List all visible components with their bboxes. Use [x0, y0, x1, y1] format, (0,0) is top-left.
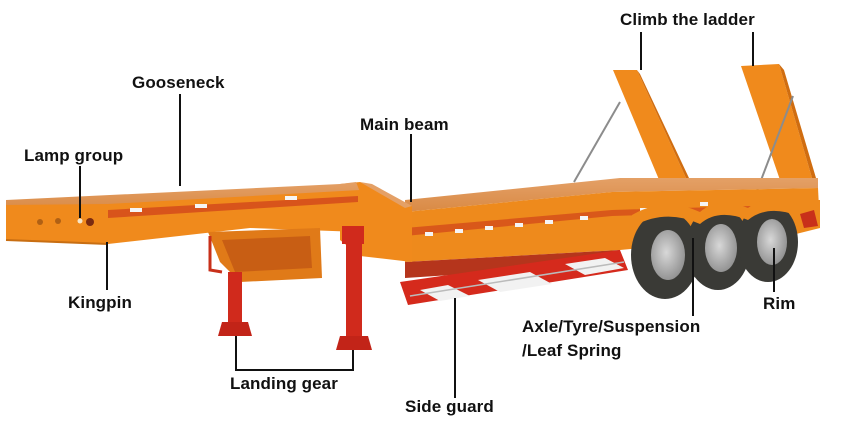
leader-climb-ladder-left [640, 32, 642, 70]
lamp-2 [55, 218, 61, 224]
ramp-right [741, 64, 816, 180]
leader-side-guard [454, 298, 456, 398]
wheel-3 [738, 202, 798, 282]
lamp-1 [37, 219, 43, 225]
wheels [631, 198, 820, 299]
leader-landing-gear-bar [235, 369, 354, 371]
wheel-2 [686, 206, 750, 290]
label-gooseneck: Gooseneck [132, 73, 225, 92]
leader-gooseneck [179, 94, 181, 186]
leader-axle [692, 238, 694, 316]
label-axle-tyre-suspension: Axle/Tyre/Suspension [522, 317, 701, 336]
lamp-4 [86, 218, 94, 226]
landing-gear-left [218, 272, 252, 336]
label-side-guard: Side guard [405, 397, 494, 416]
leader-kingpin [106, 242, 108, 290]
landing-gear-right [336, 226, 372, 350]
leader-main-beam [410, 134, 412, 202]
label-main-beam: Main beam [360, 115, 449, 134]
ramp-cable-left [573, 101, 621, 183]
gooseneck-deck [5, 182, 360, 245]
ramp-left [613, 70, 689, 182]
label-kingpin: Kingpin [68, 293, 132, 312]
leader-climb-ladder-right [752, 32, 754, 66]
gooseneck-underframe [208, 228, 322, 282]
label-climb-the-ladder: Climb the ladder [620, 10, 755, 29]
wheel-1 [631, 211, 699, 299]
label-landing-gear: Landing gear [230, 374, 338, 393]
label-rim: Rim [763, 294, 796, 313]
side-guard [400, 250, 628, 305]
leader-lamp-group [79, 166, 81, 218]
leader-landing-gear-left [235, 336, 237, 370]
leader-rim [773, 248, 775, 292]
leader-landing-gear-right [352, 350, 354, 370]
label-leaf-spring: /Leaf Spring [522, 341, 622, 360]
lamp-3 [77, 218, 83, 224]
label-lamp-group: Lamp group [24, 146, 124, 165]
